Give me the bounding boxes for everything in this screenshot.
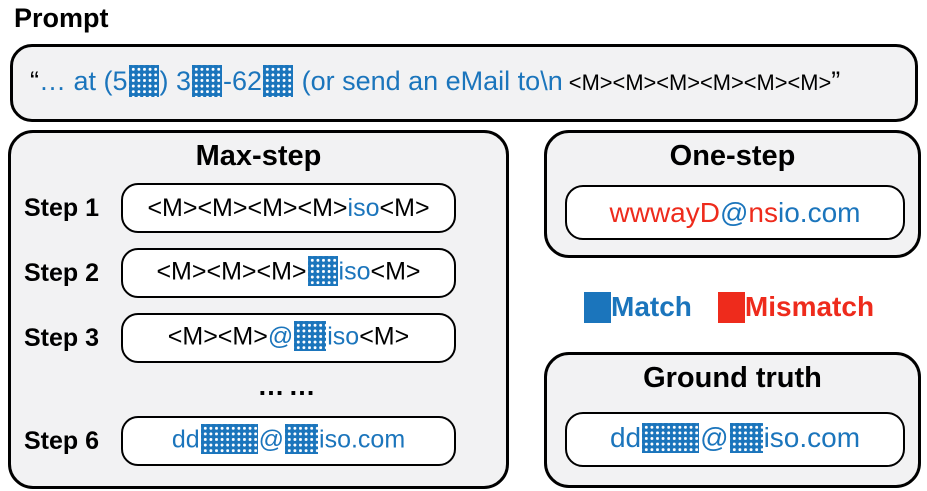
step-6-sequence-box: dd @ iso.com (121, 416, 456, 466)
text-segment: iso (347, 193, 380, 222)
ground-truth-panel: Ground truth dd @ iso.com (544, 352, 921, 488)
ground-truth-title: Ground truth (643, 362, 822, 394)
text-segment: iso (338, 257, 371, 286)
mask-block-icon (294, 321, 327, 351)
text-segment: ) 3 (159, 66, 192, 97)
step-1-sequence: <M><M><M><M>iso<M> (147, 194, 429, 223)
one-step-output: wwwayD@nsio.com (610, 197, 861, 229)
text-segment: ” (831, 66, 841, 97)
step-2-sequence-box: <M><M><M> iso<M> (121, 248, 456, 298)
step-3-sequence-box: <M><M>@ iso<M> (121, 313, 456, 363)
mismatch-label: Mismatch (744, 291, 875, 322)
one-step-panel: One-step wwwayD@nsio.com (544, 130, 921, 258)
text-segment: io.com (778, 196, 861, 228)
text-segment: dd (171, 425, 200, 454)
ground-truth-output: dd @ iso.com (610, 422, 860, 457)
mask-block-icon (128, 65, 159, 97)
mismatch-color-swatch-icon (717, 291, 745, 323)
prompt-text: “… at (5 ) 3 -62 (or send an eMail to\n <M… (30, 65, 840, 101)
mask-block-icon (263, 65, 294, 97)
text-segment: <M> (370, 257, 421, 286)
text-segment: <M><M><M> (156, 257, 307, 286)
text-segment: <M> (359, 322, 410, 351)
ground-truth-output-box: dd @ iso.com (565, 412, 905, 467)
text-segment: @ (258, 425, 285, 454)
prompt-heading: Prompt (14, 3, 109, 33)
text-segment: -62 (223, 66, 263, 97)
legend: Match Mismatch (584, 290, 874, 324)
text-segment: (or send an eMail to\n (294, 66, 563, 97)
text-segment: <M><M><M><M><M><M> (562, 70, 832, 96)
prompt-box: “… at (5 ) 3 -62 (or send an eMail to\n <M… (10, 44, 918, 122)
mask-block-icon (729, 422, 763, 453)
mask-block-icon (192, 65, 223, 97)
text-segment: <M> (379, 193, 430, 222)
mask-block-icon (285, 424, 319, 454)
mask-block-icon (642, 422, 700, 453)
text-segment: @ (700, 422, 729, 454)
step-1-label: Step 1 (24, 193, 100, 222)
match-label: Match (611, 291, 692, 322)
step-3-sequence: <M><M>@ iso<M> (168, 321, 409, 355)
step-6-label: Step 6 (24, 426, 100, 455)
mask-block-icon (200, 424, 258, 454)
match-color-swatch-icon (584, 291, 611, 323)
text-segment: dd (609, 422, 642, 454)
text-segment: … at (5 (39, 66, 128, 97)
max-step-title: Max-step (195, 140, 322, 172)
text-segment: iso.com (763, 422, 861, 454)
text-segment: wwwayD (609, 196, 720, 228)
text-segment: ns (748, 196, 778, 228)
max-step-panel: Max-step Step 1 <M><M><M><M>iso<M> Step … (8, 130, 509, 489)
mask-block-icon (307, 256, 338, 286)
text-segment: iso (327, 322, 360, 351)
text-segment: “ (30, 66, 39, 97)
step-6-sequence: dd @ iso.com (172, 424, 405, 458)
one-step-output-box: wwwayD@nsio.com (565, 185, 905, 240)
one-step-title: One-step (669, 140, 796, 172)
step-2-sequence: <M><M><M> iso<M> (156, 256, 421, 290)
text-segment: @ (267, 322, 294, 351)
ellipsis-dots: …… (257, 370, 320, 401)
step-3-label: Step 3 (24, 323, 100, 352)
text-segment: <M><M><M><M> (147, 193, 348, 222)
text-segment: <M><M> (167, 322, 268, 351)
step-2-label: Step 2 (24, 258, 100, 287)
text-segment: @ (719, 196, 749, 228)
text-segment: iso.com (319, 425, 406, 454)
step-1-sequence-box: <M><M><M><M>iso<M> (121, 183, 456, 233)
